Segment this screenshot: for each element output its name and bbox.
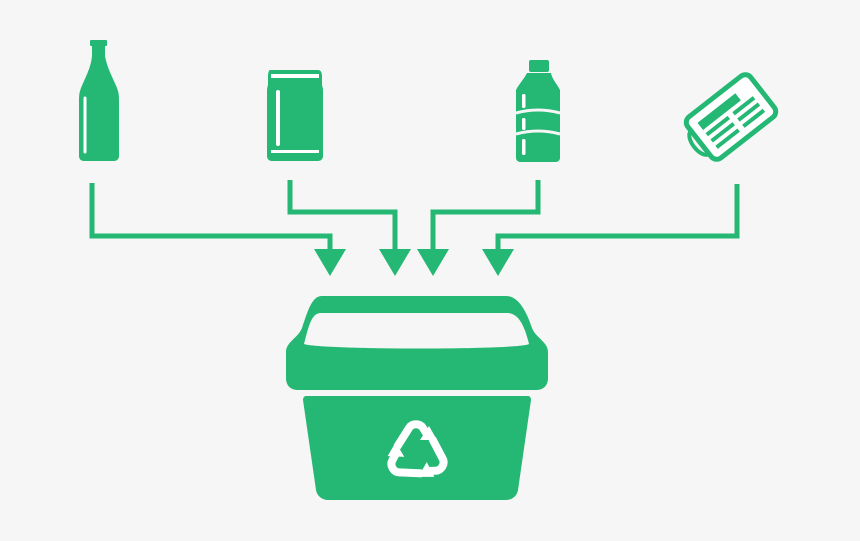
arrowhead-newspaper: [482, 249, 514, 276]
newspaper-icon: [683, 72, 779, 162]
arrowhead-aluminum-can: [379, 249, 411, 276]
connector-line-newspaper: [495, 184, 740, 250]
connector-line-glass-bottle: [89, 183, 333, 250]
plastic-bottle-icon: [515, 60, 561, 162]
aluminum-can-icon: [267, 70, 323, 161]
glass-bottle-icon: [79, 40, 119, 161]
arrowhead-plastic-bottle: [417, 249, 449, 276]
arrowhead-glass-bottle: [314, 249, 346, 276]
recycling-bin-icon: [286, 296, 548, 500]
connector-line-aluminum-can: [287, 180, 398, 250]
connector-line-plastic-bottle: [430, 180, 541, 250]
recycle-symbol-icon: [382, 420, 452, 484]
